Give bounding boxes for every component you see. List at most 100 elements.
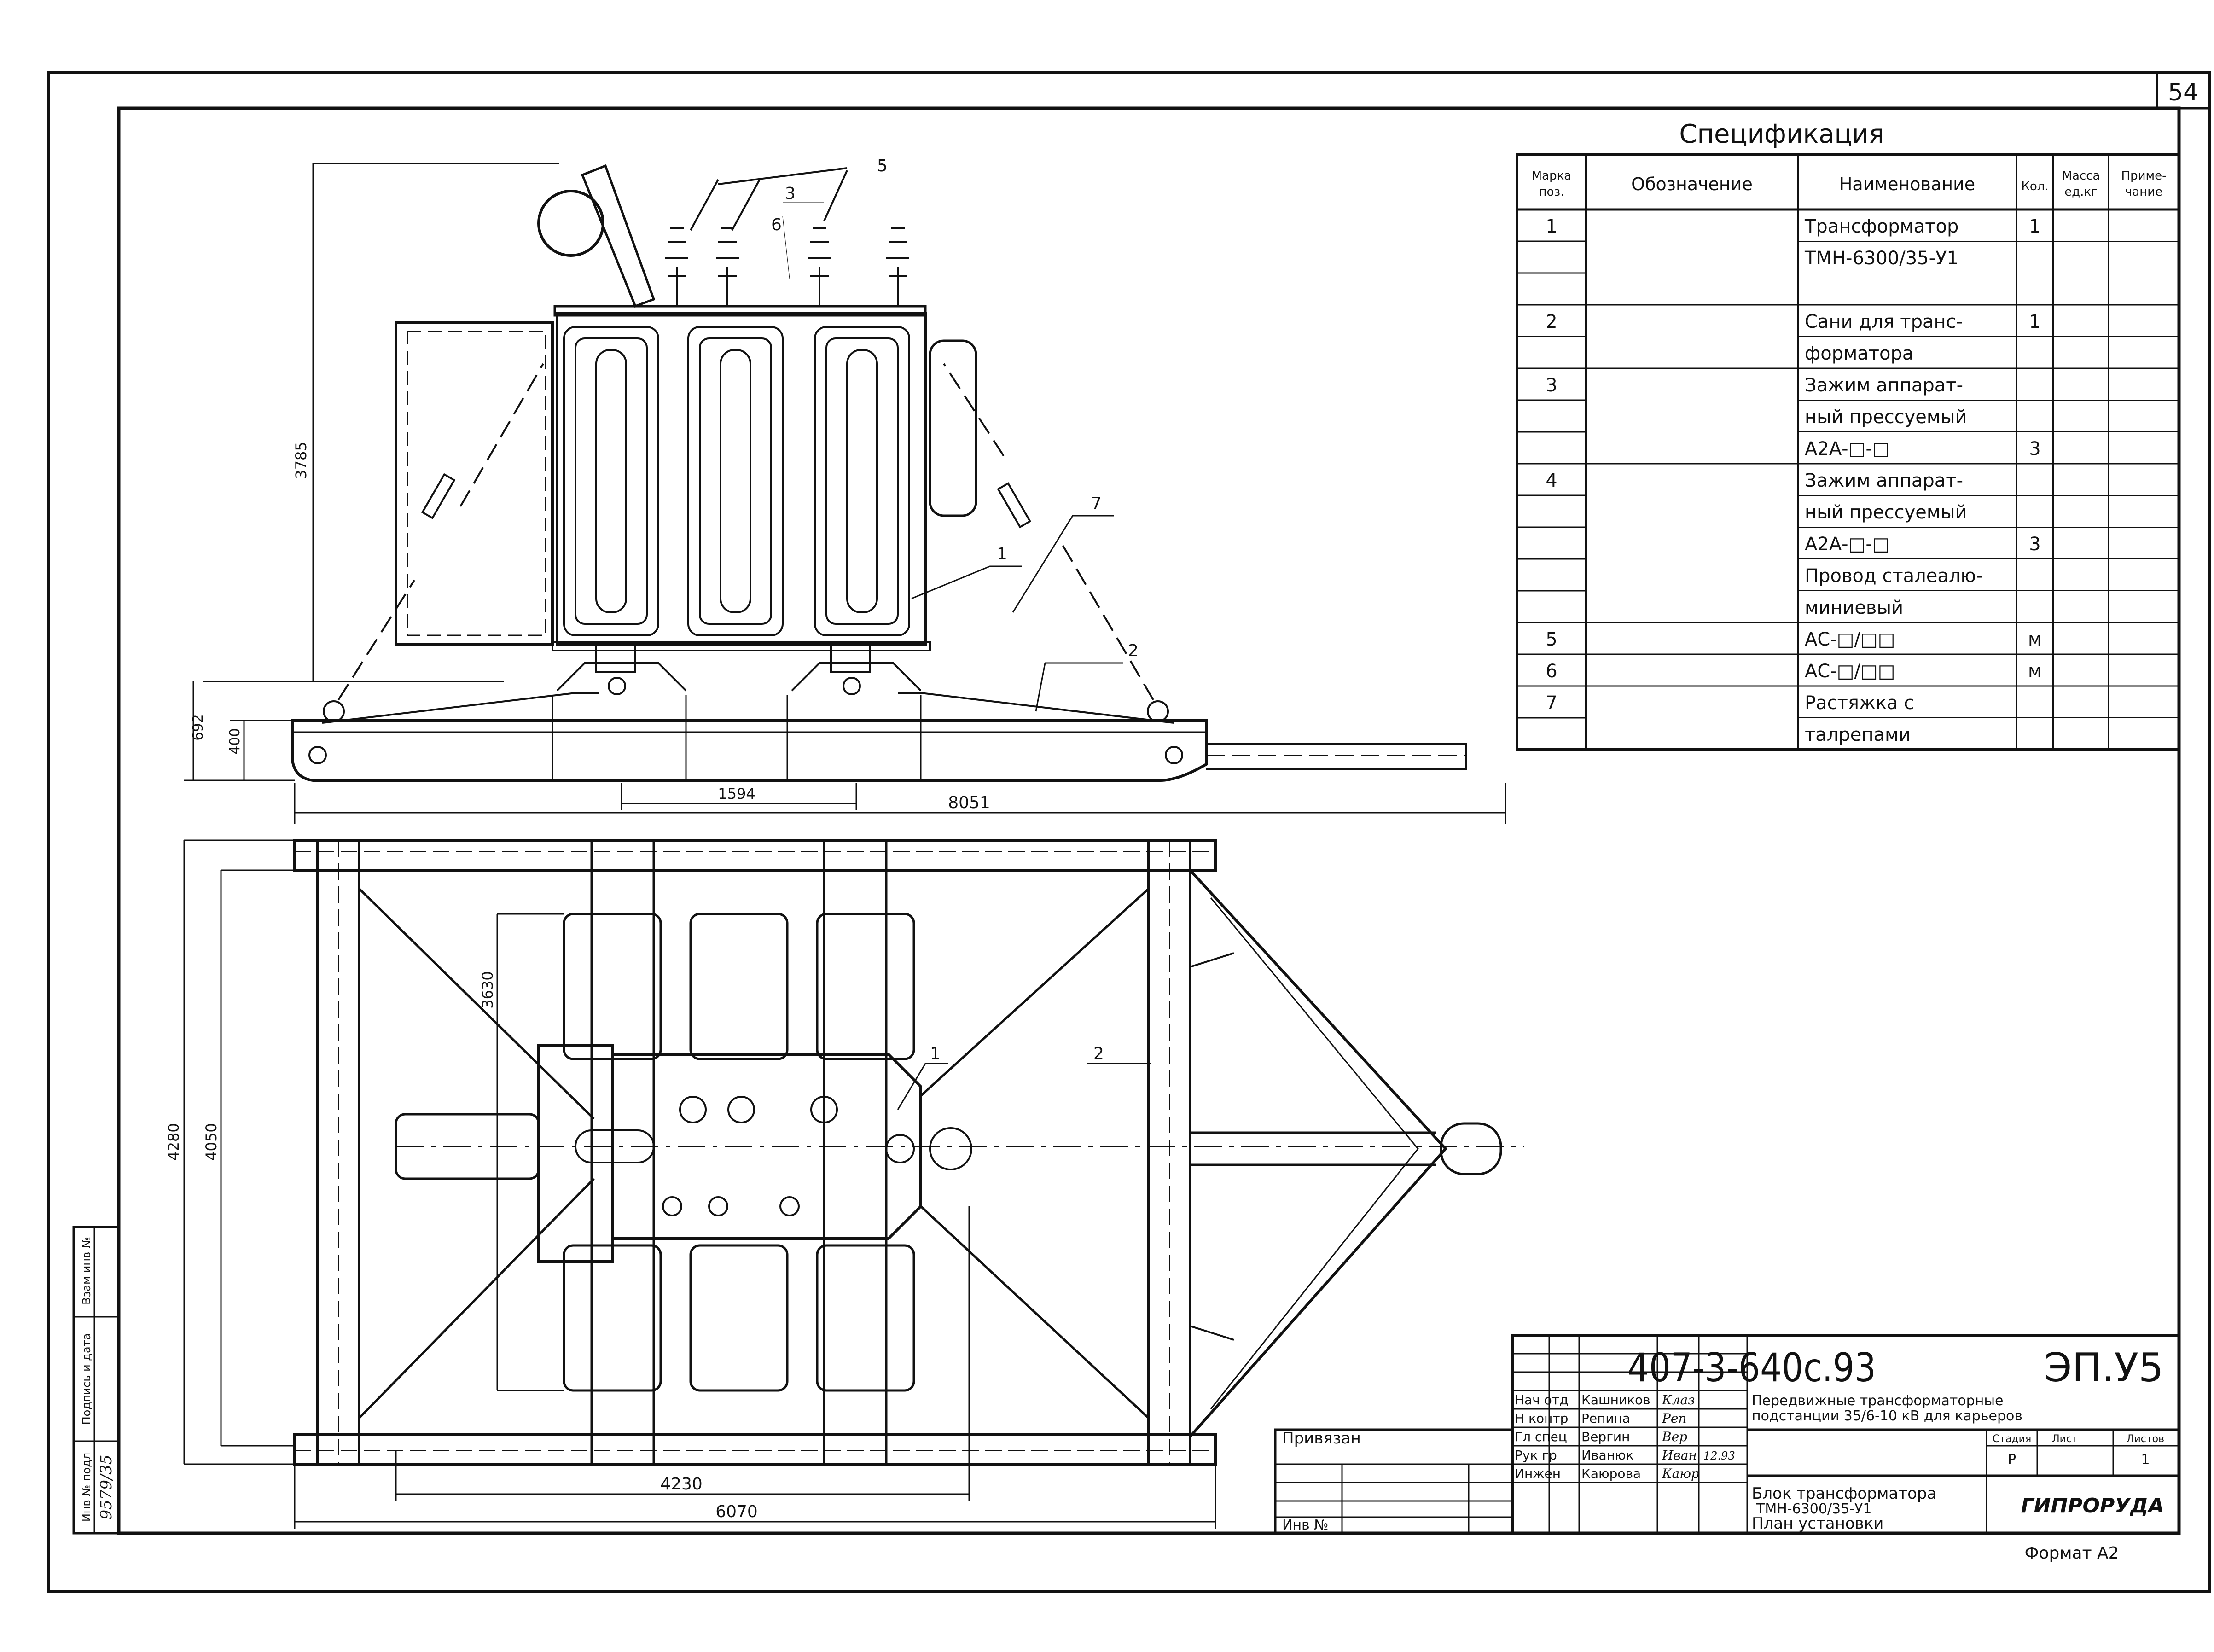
spec-header-5-line2: чание [2125,185,2162,199]
callout-3: 3 [785,184,796,203]
spec-header-2: Наименование [1839,174,1975,194]
spec-row-name: АС-□/□□ [1805,629,1895,650]
outer-frame [47,71,2211,1593]
stamp-role: Н контр [1515,1411,1568,1426]
spec-header-3: Кол. [2021,180,2048,193]
callout-2: 2 [1128,641,1139,660]
dim-4280: 4280 [165,1123,182,1160]
sledge-base [291,719,1208,782]
dim-3630: 3630 [479,971,496,1008]
left-strip: Взам инв № Подпись и дата Инв № подл 957… [72,1226,120,1535]
spec-row-name: миниевый [1805,597,1903,618]
stamp-person: Вергин [1581,1429,1630,1444]
stamp-signature: Каюр [1662,1466,1699,1481]
format-label: Формат А2 [2024,1544,2119,1563]
callout-1: 1 [997,545,1007,564]
callout-2-plan: 2 [1093,1044,1104,1063]
stamp-code: 407-3-640с.93 [1627,1345,1876,1391]
privyazan-block: Привязан Инв № [1274,1428,1514,1535]
stamp-sheet-header: Лист [2052,1433,2078,1445]
sheet-number-box [2156,71,2211,110]
spec-row-pos: 5 [1546,629,1557,650]
stamp-stage: Р [2008,1452,2016,1468]
dim-6070: 6070 [715,1502,758,1521]
stamp-role: Нач отд [1515,1392,1568,1408]
strip-inv-podl: Инв № подл [80,1453,93,1522]
stamp-sheet-code: ЭП.У5 [2044,1345,2163,1391]
stamp-stage-header: Стадия [1993,1433,2031,1445]
spec-row-name: талрепами [1805,724,1911,745]
spec-row-name: Зажим аппарат- [1805,470,1963,491]
spec-row-name: Растяжка с [1805,692,1914,714]
spec-row-qty: 1 [2029,216,2040,237]
spec-row-name: Провод сталеалю- [1805,565,1983,587]
transformer-tank [556,312,927,646]
callout-1-plan: 1 [930,1044,941,1063]
stamp-sheets-header: Листов [2127,1433,2164,1445]
specification-table: Спецификация Марка поз. Обозначение Наимено… [1516,119,2180,751]
dim-692: 692 [190,714,206,740]
callout-5: 5 [877,157,888,175]
spec-row-pos: 4 [1546,470,1557,491]
spec-header-0: Марка [1532,169,1572,183]
stamp-project-line2: подстанции 35/6-10 кВ для карьеров [1752,1408,2022,1424]
spec-header-4: Масса [2062,169,2100,183]
strip-podp: Подпись и дата [80,1333,93,1425]
dim-3785: 3785 [292,442,310,479]
transformer-plan-view [183,839,1524,1529]
spec-row-name: Трансформатор [1804,216,1958,237]
stamp-person: Иванюк [1581,1448,1633,1463]
stamp-desc-line1: Блок трансформатора [1752,1484,1936,1503]
stamp-role: Рук гр [1515,1448,1557,1463]
stamp-signature: Иван [1662,1448,1697,1463]
spec-grid [1516,153,2180,751]
spec-row-qty: 3 [2029,438,2040,460]
spec-row-pos: 3 [1546,375,1557,396]
stamp-person: Кашников [1581,1392,1650,1408]
stamp-date: 12.93 [1703,1449,1735,1462]
spec-row-name: форматора [1805,343,1913,364]
stamp-role: Гл спец [1515,1429,1567,1444]
stamp-signature: Вер [1662,1429,1687,1444]
dim-1594: 1594 [718,785,755,803]
callout-labels: 1 2 3 5 6 7 1 2 [771,157,1139,1063]
spec-text: Марка поз. Обозначение Наименование Кол. Масс… [1532,169,2167,745]
callout-6: 6 [771,215,782,234]
spec-row-pos: 2 [1546,311,1557,332]
dimension-labels: 3785 692 400 1594 8051 3630 4280 4050 42… [165,442,990,1521]
stamp-desc-line3: План установки [1752,1514,1883,1533]
spec-header-0-line2: поз. [1539,185,1564,199]
privyazan-label: Привязан [1282,1429,1361,1448]
spec-header-5: Приме- [2121,169,2167,183]
spec-row-name: АС-□/□□ [1805,661,1895,682]
spec-row-pos: 1 [1546,216,1557,237]
stamp-signature: Реп [1662,1411,1686,1426]
stamp-person: Репина [1581,1411,1630,1426]
spec-row-name: ный прессуемый [1805,502,1967,523]
spec-row-qty: 3 [2029,534,2040,555]
spec-row-qty: м [2028,629,2042,650]
spec-row-name: ТМН-6300/35-У1 [1804,248,1958,269]
spec-row-name: Зажим аппарат- [1805,375,1963,396]
strip-inv-value: 9579/35 [97,1454,116,1519]
spec-row-pos: 6 [1546,661,1557,682]
stamp-signature: Клаз [1662,1392,1695,1408]
spec-row-name: А2А-□-□ [1805,534,1890,555]
spec-row-name: Сани для транс- [1805,311,1963,332]
spec-row-name: ный прессуемый [1805,407,1967,428]
dim-8051: 8051 [948,793,990,812]
strip-vzam: Взам инв № [80,1237,93,1305]
spec-title: Спецификация [1679,119,1884,149]
callout-7: 7 [1091,494,1102,513]
stamp-desc-line2: ТМН-6300/35-У1 [1756,1501,1871,1517]
stamp-project-line1: Передвижные трансформаторные [1752,1393,2003,1409]
spec-row-name: А2А-□-□ [1805,438,1890,460]
dim-4230: 4230 [660,1475,703,1494]
stamp-sheets: 1 [2141,1452,2150,1468]
spec-header-1: Обозначение [1631,174,1753,194]
spec-header-4-line2: ед.кг [2064,185,2098,199]
spec-row-qty: м [2028,661,2042,682]
spec-row-pos: 7 [1546,692,1557,714]
transformer-side-view [184,163,1506,824]
